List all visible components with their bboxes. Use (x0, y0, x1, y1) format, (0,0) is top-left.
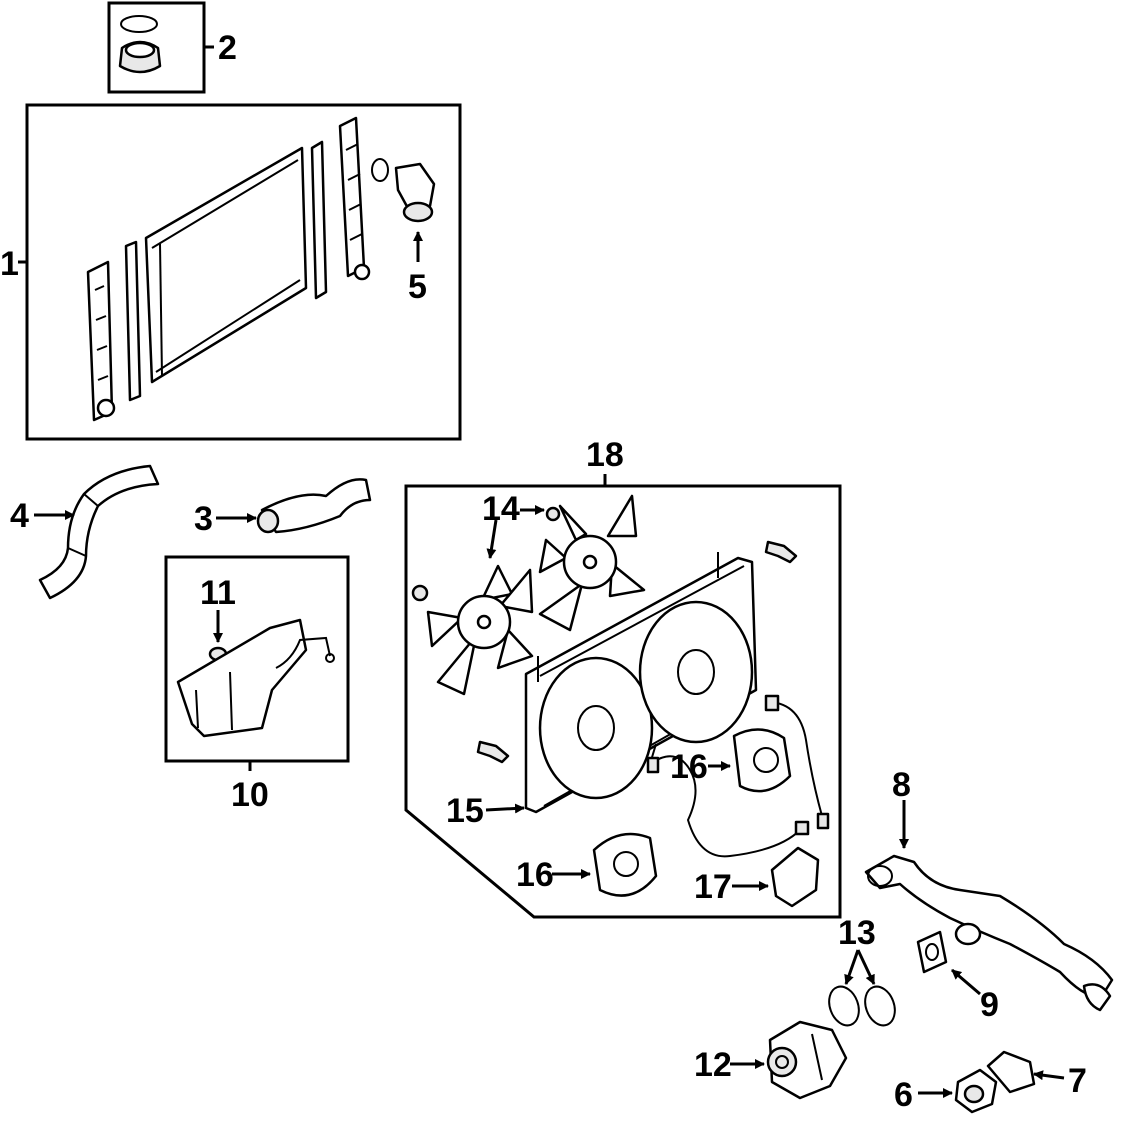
callout-5: 5 (408, 268, 427, 306)
callout-4: 4 (10, 497, 29, 535)
bolt-icon (764, 540, 798, 564)
reservoir-box (164, 555, 350, 771)
fan-blade-right (538, 494, 646, 632)
callout-18: 18 (586, 436, 624, 474)
callout-14: 14 (482, 490, 520, 528)
thermostat-housing (918, 1068, 998, 1114)
pipe-gasket (916, 930, 981, 996)
upper-hose (216, 478, 372, 534)
callout-1: 1 (0, 245, 19, 283)
callout-6: 6 (894, 1076, 913, 1114)
callout-16-upper: 16 (670, 748, 708, 786)
radiator-box (18, 103, 462, 441)
callout-10: 10 (231, 776, 269, 814)
callout-8: 8 (892, 766, 911, 804)
callout-17: 17 (694, 868, 732, 906)
water-pump (730, 1020, 848, 1100)
cap-box (107, 1, 214, 94)
nut-icon (411, 584, 429, 602)
fan-motor-upper (732, 694, 830, 830)
water-pipe (864, 800, 1114, 1012)
fan-blade-left (426, 564, 534, 696)
nut-icon-2 (545, 506, 561, 522)
fan-resistor (770, 846, 820, 908)
callout-9: 9 (980, 986, 999, 1024)
callout-16-lower: 16 (516, 856, 554, 894)
bolt-icon-2 (476, 740, 510, 764)
fan-motor-lower (592, 832, 658, 897)
fan-assembly-box (404, 474, 842, 919)
thermostat-gasket (986, 1050, 1065, 1094)
callout-13: 13 (838, 914, 876, 952)
callout-11: 11 (200, 574, 236, 612)
callout-7: 7 (1068, 1062, 1087, 1100)
callout-15: 15 (446, 792, 484, 830)
callout-12: 12 (694, 1046, 732, 1084)
o-rings (828, 949, 896, 1027)
fan-shroud (524, 552, 758, 814)
lower-hose (34, 464, 160, 600)
callout-2: 2 (218, 29, 237, 67)
callout-3: 3 (194, 500, 213, 538)
